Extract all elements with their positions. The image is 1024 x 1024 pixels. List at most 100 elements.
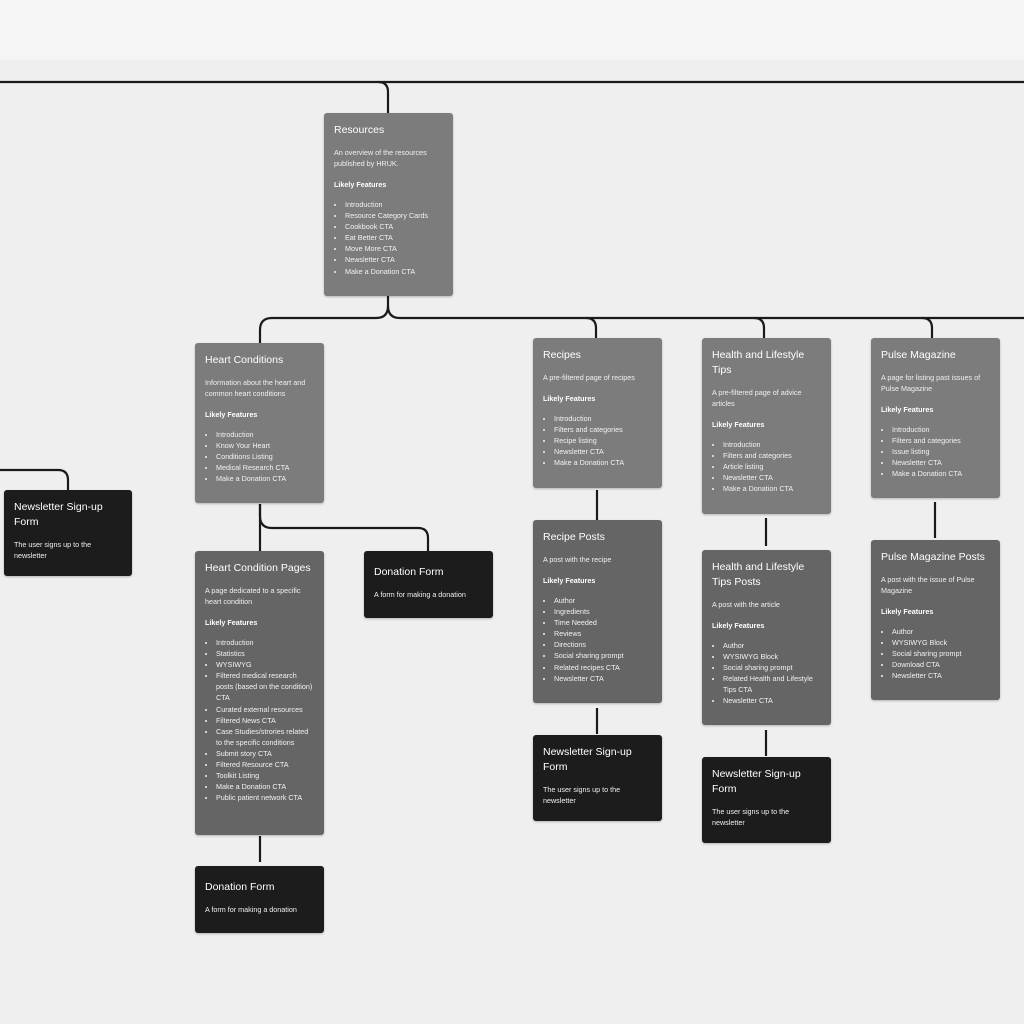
card-description: A pre-filtered page of recipes bbox=[543, 373, 635, 382]
feature-list-item: Introduction bbox=[216, 637, 314, 648]
card-title: Health and Lifestyle Tips bbox=[712, 349, 805, 376]
canvas-top-strip bbox=[0, 0, 1024, 60]
feature-list: IntroductionStatisticsWYSIWYGFiltered me… bbox=[205, 637, 314, 803]
feature-list-item: Filters and categories bbox=[723, 450, 821, 461]
card-description: Information about the heart and common h… bbox=[205, 378, 306, 398]
feature-list-item: Move More CTA bbox=[345, 243, 443, 254]
feature-list-item: Newsletter CTA bbox=[892, 457, 990, 468]
feature-list-item: WYSIWYG Block bbox=[892, 637, 990, 648]
feature-list-item: Make a Donation CTA bbox=[345, 266, 443, 277]
card-health-lifestyle-tips-posts[interactable]: Health and Lifestyle Tips Posts A post w… bbox=[702, 550, 831, 725]
likely-features-heading: Likely Features bbox=[205, 618, 258, 627]
card-description: A post with the recipe bbox=[543, 555, 612, 564]
connector-heart-to-donation bbox=[258, 504, 430, 551]
feature-list-item: Public patient network CTA bbox=[216, 792, 314, 803]
card-description: A post with the issue of Pulse Magazine bbox=[881, 575, 975, 595]
feature-list-item: Medical Research CTA bbox=[216, 462, 314, 473]
card-description: A pre-filtered page of advice articles bbox=[712, 388, 802, 408]
feature-list-item: Social sharing prompt bbox=[723, 662, 821, 673]
feature-list-item: Social sharing prompt bbox=[892, 648, 990, 659]
card-title: Pulse Magazine Posts bbox=[881, 551, 985, 563]
feature-list-item: Related recipes CTA bbox=[554, 662, 652, 673]
connector-resources-left-branch bbox=[258, 296, 390, 343]
card-description: A form for making a donation bbox=[374, 590, 466, 599]
connector-to-recipes bbox=[585, 316, 598, 338]
likely-features-heading: Likely Features bbox=[205, 410, 258, 419]
feature-list-item: Case Studies/strories related to the spe… bbox=[216, 726, 314, 748]
card-newsletter-signup-left[interactable]: Newsletter Sign-up Form The user signs u… bbox=[4, 490, 132, 576]
feature-list-item: Curated external resources bbox=[216, 704, 314, 715]
feature-list: IntroductionFilters and categoriesIssue … bbox=[881, 424, 990, 479]
feature-list: AuthorWYSIWYG BlockSocial sharing prompt… bbox=[712, 640, 821, 707]
feature-list-item: Ingredients bbox=[554, 606, 652, 617]
card-title: Resources bbox=[334, 124, 385, 136]
likely-features-heading: Likely Features bbox=[543, 576, 596, 585]
card-pulse-magazine[interactable]: Pulse Magazine A page for listing past i… bbox=[871, 338, 1000, 498]
feature-list-item: Related Health and Lifestyle Tips CTA bbox=[723, 673, 821, 695]
card-title: Newsletter Sign-up Form bbox=[543, 746, 632, 773]
feature-list-item: Submit story CTA bbox=[216, 748, 314, 759]
card-recipe-posts[interactable]: Recipe Posts A post with the recipe Like… bbox=[533, 520, 662, 703]
feature-list-item: Filtered medical research posts (based o… bbox=[216, 670, 314, 703]
card-title: Pulse Magazine bbox=[881, 349, 956, 361]
card-donation-form-bottom[interactable]: Donation Form A form for making a donati… bbox=[195, 866, 324, 933]
feature-list-item: Newsletter CTA bbox=[723, 695, 821, 706]
feature-list-item: Introduction bbox=[723, 439, 821, 450]
card-description: A post with the article bbox=[712, 600, 780, 609]
card-donation-form-right[interactable]: Donation Form A form for making a donati… bbox=[364, 551, 493, 618]
card-heart-condition-pages[interactable]: Heart Condition Pages A page dedicated t… bbox=[195, 551, 324, 835]
feature-list-item: Eat Better CTA bbox=[345, 232, 443, 243]
likely-features-heading: Likely Features bbox=[881, 607, 934, 616]
feature-list-item: Author bbox=[892, 626, 990, 637]
connector-to-health-tips bbox=[753, 316, 766, 338]
feature-list-item: Know Your Heart bbox=[216, 440, 314, 451]
card-heart-conditions[interactable]: Heart Conditions Information about the h… bbox=[195, 343, 324, 503]
card-newsletter-signup-health[interactable]: Newsletter Sign-up Form The user signs u… bbox=[702, 757, 831, 843]
feature-list-item: Newsletter CTA bbox=[554, 446, 652, 457]
card-description: The user signs up to the newsletter bbox=[543, 785, 621, 805]
card-pulse-magazine-posts[interactable]: Pulse Magazine Posts A post with the iss… bbox=[871, 540, 1000, 700]
connector-trunk-to-resources bbox=[377, 80, 390, 113]
card-title: Heart Condition Pages bbox=[205, 562, 311, 574]
feature-list-item: Make a Donation CTA bbox=[216, 781, 314, 792]
card-newsletter-signup-recipes[interactable]: Newsletter Sign-up Form The user signs u… bbox=[533, 735, 662, 821]
card-description: An overview of the resources published b… bbox=[334, 148, 427, 168]
card-resources[interactable]: Resources An overview of the resources p… bbox=[324, 113, 453, 296]
card-title: Recipe Posts bbox=[543, 531, 605, 543]
feature-list-item: Make a Donation CTA bbox=[723, 483, 821, 494]
feature-list: IntroductionFilters and categoriesArticl… bbox=[712, 439, 821, 494]
feature-list-item: Social sharing prompt bbox=[554, 650, 652, 661]
card-description: The user signs up to the newsletter bbox=[14, 540, 92, 560]
card-description: A form for making a donation bbox=[205, 905, 297, 914]
feature-list-item: Toolkit Listing bbox=[216, 770, 314, 781]
feature-list-item: Author bbox=[554, 595, 652, 606]
likely-features-heading: Likely Features bbox=[334, 180, 387, 189]
card-title: Newsletter Sign-up Form bbox=[14, 501, 103, 528]
card-description: A page dedicated to a specific heart con… bbox=[205, 586, 301, 606]
feature-list-item: Issue listing bbox=[892, 446, 990, 457]
feature-list-item: Filtered Resource CTA bbox=[216, 759, 314, 770]
feature-list-item: WYSIWYG Block bbox=[723, 651, 821, 662]
likely-features-heading: Likely Features bbox=[543, 394, 596, 403]
feature-list-item: Introduction bbox=[345, 199, 443, 210]
feature-list-item: Newsletter CTA bbox=[892, 670, 990, 681]
feature-list-item: Filters and categories bbox=[554, 424, 652, 435]
card-title: Donation Form bbox=[374, 566, 444, 578]
card-title: Recipes bbox=[543, 349, 581, 361]
feature-list-item: Cookbook CTA bbox=[345, 221, 443, 232]
card-health-lifestyle-tips[interactable]: Health and Lifestyle Tips A pre-filtered… bbox=[702, 338, 831, 514]
feature-list-item: Time Needed bbox=[554, 617, 652, 628]
connector-resources-right-branch bbox=[386, 305, 1024, 320]
feature-list-item: Introduction bbox=[892, 424, 990, 435]
likely-features-heading: Likely Features bbox=[712, 621, 765, 630]
feature-list-item: Resource Category Cards bbox=[345, 210, 443, 221]
likely-features-heading: Likely Features bbox=[881, 405, 934, 414]
feature-list-item: Make a Donation CTA bbox=[216, 473, 314, 484]
feature-list-item: Download CTA bbox=[892, 659, 990, 670]
card-title: Newsletter Sign-up Form bbox=[712, 768, 801, 795]
feature-list-item: Introduction bbox=[216, 429, 314, 440]
card-recipes[interactable]: Recipes A pre-filtered page of recipes L… bbox=[533, 338, 662, 488]
feature-list-item: Directions bbox=[554, 639, 652, 650]
